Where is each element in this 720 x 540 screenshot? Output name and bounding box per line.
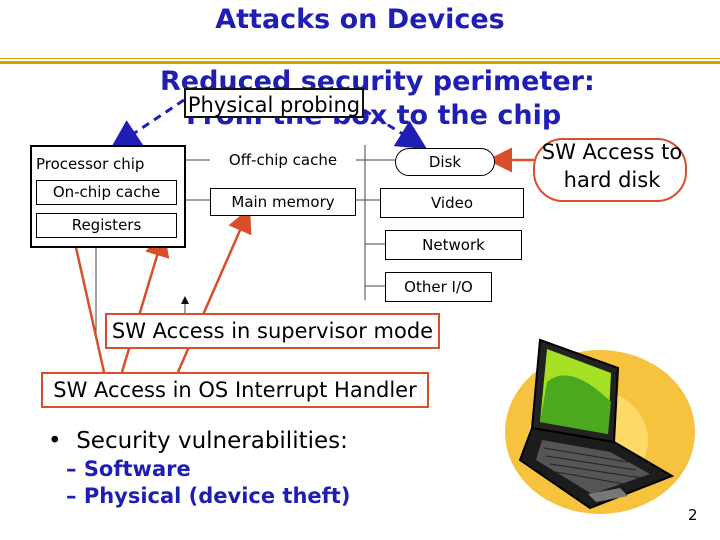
page-title: Attacks on Devices — [215, 4, 505, 35]
bullet-main-text: Security vulnerabilities: — [76, 428, 348, 454]
sw-access-supervisor-mode: SW Access in supervisor mode — [105, 313, 440, 349]
laptop-icon — [505, 338, 695, 514]
bullet-main: • Security vulnerabilities: — [48, 428, 348, 454]
video: Video — [380, 188, 524, 218]
bullet-list: • Security vulnerabilities: – Software –… — [48, 428, 350, 508]
bullet-sub-physical-text: Physical (device theft) — [83, 484, 351, 508]
on-chip-cache: On-chip cache — [36, 180, 177, 205]
sw-access-interrupt-handler: SW Access in OS Interrupt Handler — [41, 372, 429, 408]
physical-probing-label: Physical probing — [184, 88, 364, 118]
bullet-sub-physical: – Physical (device theft) — [66, 484, 351, 508]
network: Network — [385, 230, 522, 260]
main-memory: Main memory — [210, 188, 356, 216]
page-number: 2 — [688, 506, 698, 524]
bullet-sub-software-text: Software — [83, 457, 191, 481]
title-divider — [0, 58, 720, 65]
sw-access-hard-disk: SW Access to hard disk — [541, 140, 683, 192]
bullet-sub-software: – Software — [66, 457, 191, 481]
off-chip-cache: Off-chip cache — [210, 145, 356, 177]
processor-chip-label: Processor chip — [36, 155, 145, 173]
registers: Registers — [36, 213, 177, 238]
disk: Disk — [395, 148, 495, 176]
other-io: Other I/O — [385, 272, 492, 302]
hard-disk-callout-border — [533, 138, 687, 202]
